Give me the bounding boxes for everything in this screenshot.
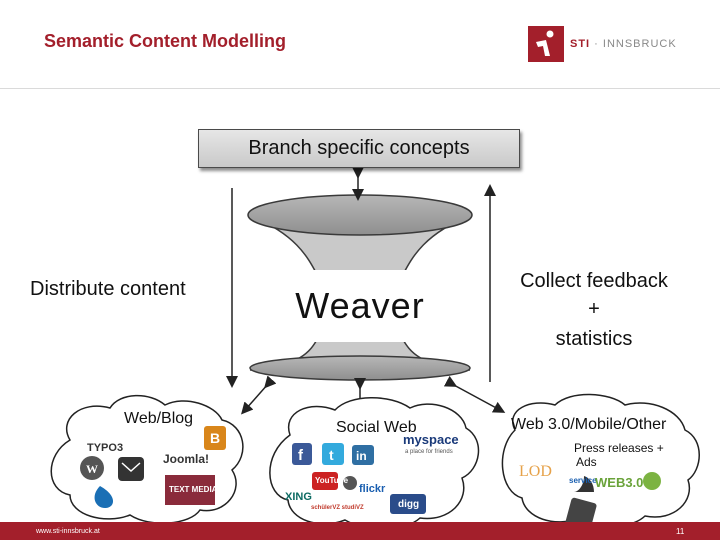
svg-text:in: in bbox=[356, 449, 367, 463]
digg-logo-text: digg bbox=[398, 499, 420, 510]
sti-logo-text: STI · INNSBRUCK bbox=[570, 38, 677, 50]
cloud-social-web bbox=[269, 397, 480, 530]
sti-logo: STI · INNSBRUCK bbox=[528, 26, 678, 62]
drupal-logo bbox=[94, 486, 114, 508]
arrow-weaver-web bbox=[241, 375, 277, 415]
web-blog-label: Web/Blog bbox=[124, 410, 194, 427]
svg-text:B: B bbox=[210, 430, 220, 446]
myspace-logo-text: myspace bbox=[403, 432, 459, 447]
lod-logo-text: LOD bbox=[519, 463, 552, 480]
typo3-logo-text: TYPO3 bbox=[87, 442, 124, 454]
social-web-label: Social Web bbox=[336, 419, 417, 436]
statistics-label: statistics bbox=[555, 328, 633, 350]
distribute-content-label: Distribute content bbox=[30, 278, 186, 300]
web30-logo-text: WEB3.0 bbox=[595, 475, 644, 490]
branch-concepts-box: Branch specific concepts bbox=[198, 129, 520, 168]
sti-logo-icon bbox=[528, 26, 564, 62]
gear-logo bbox=[343, 476, 357, 490]
android-logo bbox=[643, 472, 661, 490]
flickr-logo-text: flickr bbox=[359, 483, 386, 495]
twitter-logo bbox=[322, 443, 344, 465]
footer-bar bbox=[0, 522, 720, 540]
xing-logo-text: XING bbox=[285, 491, 312, 503]
web30-label: Web 3.0/Mobile/Other bbox=[511, 416, 667, 433]
page-number: 11 bbox=[676, 527, 685, 536]
cloud-web30 bbox=[501, 393, 700, 528]
footer-url: www.sti-innsbruck.at bbox=[36, 528, 100, 535]
wordpress-logo bbox=[80, 456, 104, 480]
vz-logo-text: schülerVZ studiVZ bbox=[311, 505, 364, 511]
linkedin-logo bbox=[352, 445, 374, 465]
plus-label: + bbox=[588, 298, 600, 320]
joomla-logo-text: Joomla! bbox=[163, 452, 210, 466]
svg-text:f: f bbox=[298, 447, 304, 464]
youtube-logo bbox=[312, 472, 338, 490]
press-releases-text: Press releases + bbox=[574, 441, 664, 455]
youtube-logo-text: YouTube bbox=[315, 476, 349, 485]
arrow-weaver-mobile bbox=[443, 375, 506, 413]
digg-logo bbox=[390, 494, 426, 514]
svg-text:W: W bbox=[86, 462, 98, 476]
mail-logo bbox=[118, 457, 144, 481]
collect-feedback-label: Collect feedback bbox=[520, 270, 668, 292]
ads-text: Ads bbox=[576, 455, 597, 469]
header-divider bbox=[0, 88, 720, 89]
weaver-label: Weaver bbox=[262, 270, 458, 342]
blogger-logo bbox=[204, 426, 226, 450]
facebook-logo bbox=[292, 443, 312, 465]
slide-title: Semantic Content Modelling bbox=[44, 31, 287, 51]
text-media-logo-text: TEXT MEDIA bbox=[169, 485, 218, 494]
text-media-logo bbox=[165, 475, 215, 505]
service-logo-text: service bbox=[569, 476, 597, 485]
myspace-tagline: a place for friends bbox=[405, 449, 453, 455]
svg-text:t: t bbox=[329, 447, 334, 463]
weaver-hourglass bbox=[247, 194, 473, 381]
